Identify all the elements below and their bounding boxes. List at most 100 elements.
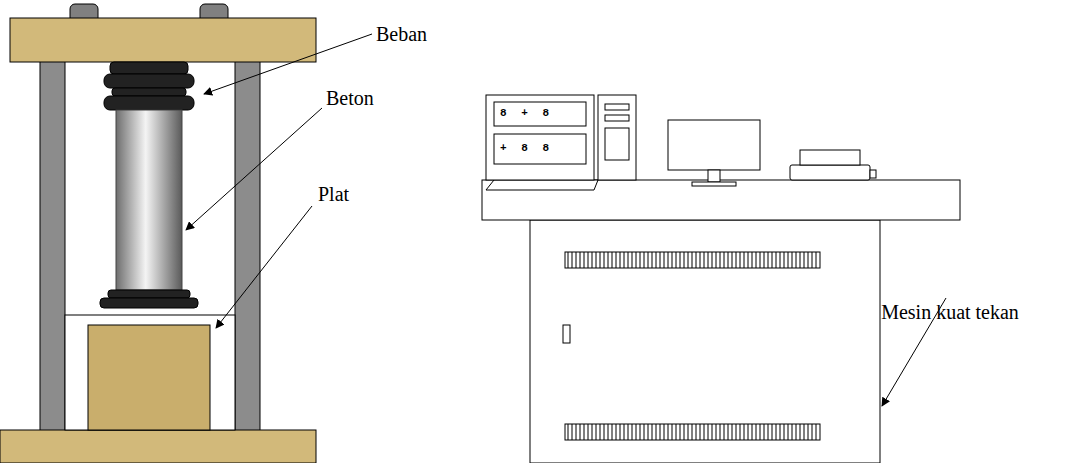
vent-slot — [652, 424, 653, 440]
vent-slot — [776, 424, 777, 440]
vent-slot — [636, 252, 637, 268]
vent-slot — [600, 424, 601, 440]
vent-slot — [604, 252, 605, 268]
vent-slot — [596, 424, 597, 440]
vent-slot — [724, 252, 725, 268]
vent-slot — [616, 252, 617, 268]
vent-slot — [680, 424, 681, 440]
part-label: Beton — [326, 86, 374, 110]
vent-slot — [752, 252, 753, 268]
vent-slot — [756, 424, 757, 440]
vent-slot — [576, 424, 577, 440]
vent-slot — [636, 424, 637, 440]
vent-slot — [620, 252, 621, 268]
vent-slot — [644, 252, 645, 268]
vent-slot — [692, 424, 693, 440]
vent-slot — [696, 252, 697, 268]
vent-slot — [740, 252, 741, 268]
vent-slot — [568, 252, 569, 268]
vent-slot — [796, 252, 797, 268]
vent-slot — [816, 424, 817, 440]
vent-slot — [772, 252, 773, 268]
vent-slot — [640, 252, 641, 268]
part-label: Beban — [376, 22, 427, 46]
vent-slot — [616, 424, 617, 440]
display-readout: 8 + 8 — [500, 108, 553, 119]
vent-slot — [584, 424, 585, 440]
vent-slot — [576, 252, 577, 268]
vent-slot — [684, 424, 685, 440]
vent-slot — [612, 424, 613, 440]
vent-slot — [660, 252, 661, 268]
part-label: Mesin kuat tekan — [880, 300, 1020, 324]
vent-slot — [800, 252, 801, 268]
vent-slot — [776, 252, 777, 268]
vent-slot — [748, 252, 749, 268]
vent-slot — [784, 424, 785, 440]
vent-slot — [736, 252, 737, 268]
vent-slot — [736, 424, 737, 440]
vent-slot — [588, 252, 589, 268]
vent-slot — [772, 424, 773, 440]
vent-slot — [792, 252, 793, 268]
machine-console — [482, 95, 960, 463]
vent-slot — [632, 252, 633, 268]
vent-slot — [732, 424, 733, 440]
loading-head — [104, 62, 194, 110]
vent-slot — [812, 252, 813, 268]
vent-slot — [628, 252, 629, 268]
display-readout: + 8 8 — [500, 143, 553, 154]
vent-slot — [808, 252, 809, 268]
vent-slot — [580, 424, 581, 440]
vent-slot — [676, 252, 677, 268]
vent-slot — [572, 252, 573, 268]
vent-slot — [724, 424, 725, 440]
vent-slots — [568, 252, 816, 440]
vent-slot — [716, 424, 717, 440]
vent-slot — [780, 424, 781, 440]
vent-slot — [572, 424, 573, 440]
vent-slot — [808, 424, 809, 440]
vent-slot — [620, 424, 621, 440]
vent-slot — [624, 252, 625, 268]
vent-slot — [612, 252, 613, 268]
vent-slot — [648, 424, 649, 440]
vent-slot — [784, 252, 785, 268]
vent-slot — [704, 252, 705, 268]
vent-slot — [628, 424, 629, 440]
vent-slot — [656, 424, 657, 440]
vent-slot — [708, 424, 709, 440]
vent-slot — [712, 424, 713, 440]
vent-slot — [756, 252, 757, 268]
vent-slot — [720, 252, 721, 268]
vent-slot — [744, 252, 745, 268]
vent-slot — [760, 424, 761, 440]
vent-slot — [676, 424, 677, 440]
vent-slot — [700, 424, 701, 440]
vent-slot — [764, 252, 765, 268]
vent-slot — [608, 252, 609, 268]
vent-slot — [712, 252, 713, 268]
vent-slot — [660, 424, 661, 440]
vent-slot — [788, 252, 789, 268]
vent-slot — [704, 424, 705, 440]
vent-slot — [788, 424, 789, 440]
vent-slot — [804, 424, 805, 440]
vent-slot — [764, 424, 765, 440]
vent-slot — [716, 252, 717, 268]
vent-slot — [664, 424, 665, 440]
vent-slot — [728, 252, 729, 268]
vent-slot — [700, 252, 701, 268]
vent-slot — [580, 252, 581, 268]
vent-slot — [600, 252, 601, 268]
vent-slot — [596, 252, 597, 268]
vent-slot — [688, 424, 689, 440]
vent-slot — [708, 252, 709, 268]
vent-slot — [668, 424, 669, 440]
vent-slot — [672, 424, 673, 440]
vent-slot — [744, 424, 745, 440]
vent-slot — [768, 424, 769, 440]
vent-slot — [728, 424, 729, 440]
vent-slot — [696, 424, 697, 440]
